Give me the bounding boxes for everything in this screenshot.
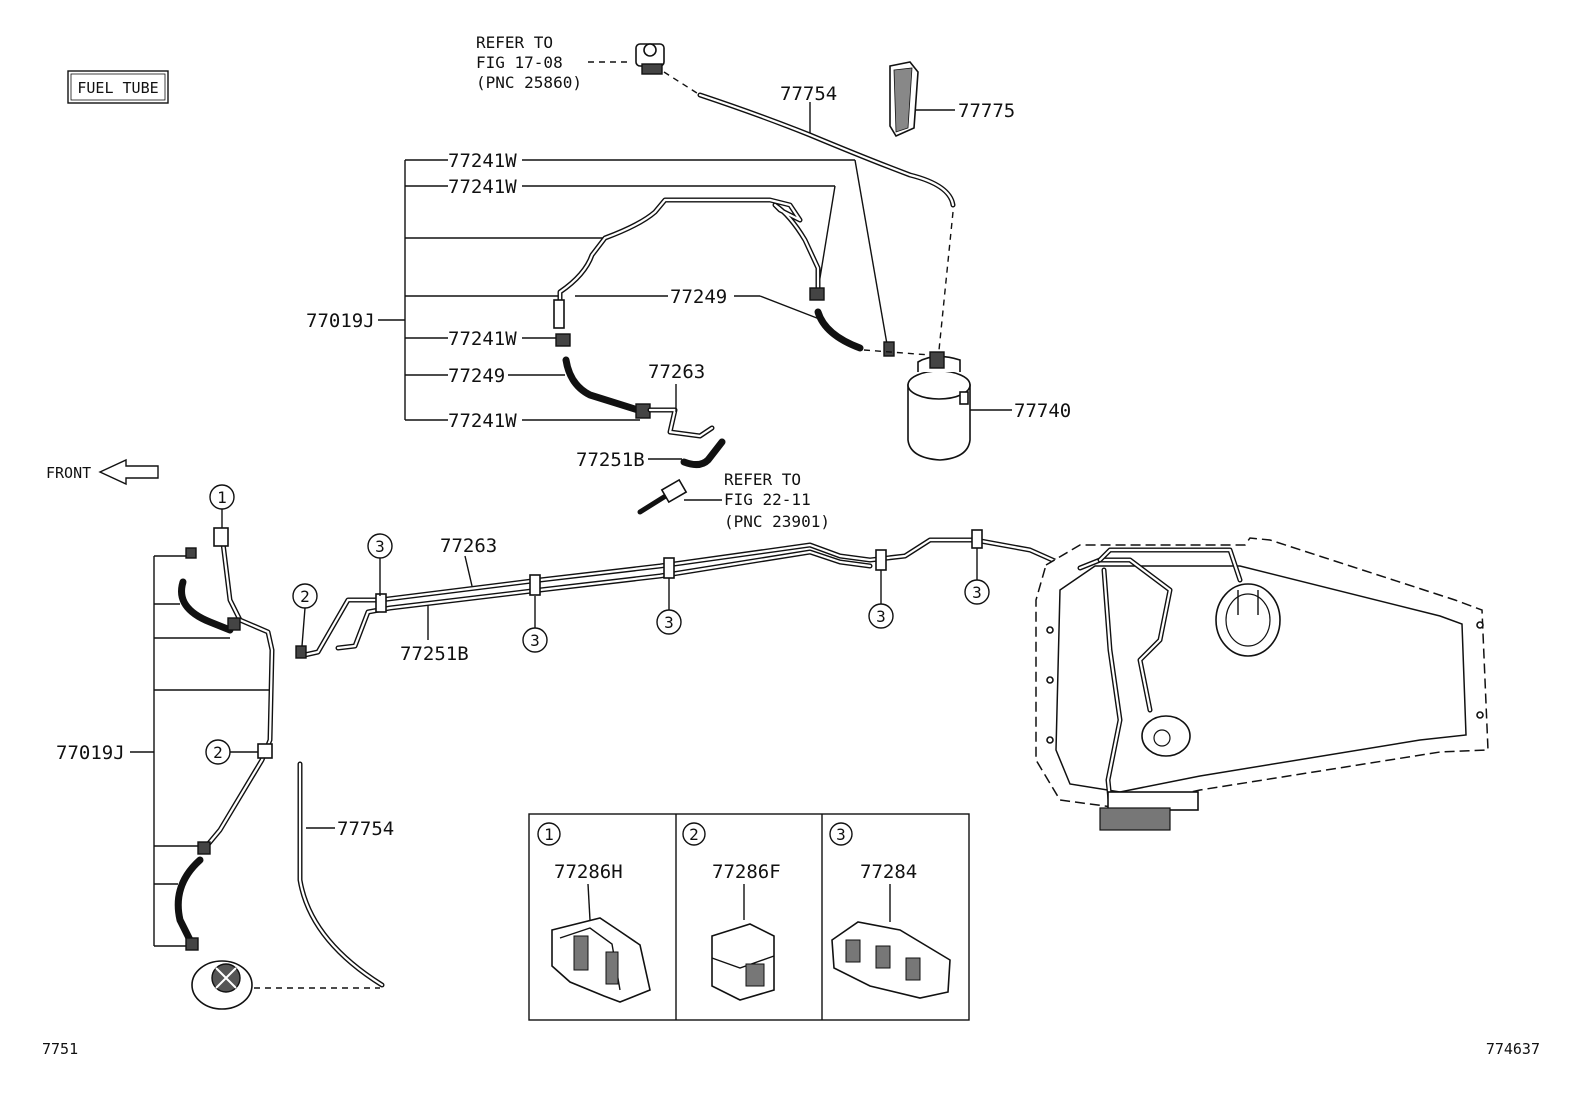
callout-3-d: 3: [876, 607, 886, 626]
charcoal-canister-77740: 77740: [907, 351, 1071, 461]
label-77241w-2: 77241W: [448, 176, 517, 198]
label-77249-b: 77249: [448, 365, 505, 387]
clip-77286f-icon: [711, 923, 775, 1001]
bracket-77019j-top: 77019J 77241W 77241W 77241W 77249 77241W: [306, 150, 889, 432]
callout-2-b: 2: [213, 743, 223, 762]
label-77249-a: 77249: [670, 286, 727, 308]
refer-b-line3: (PNC 23901): [724, 512, 830, 531]
clip-77286h-icon: [551, 917, 651, 1003]
label-77241w-1: 77241W: [448, 150, 517, 172]
part-77775: 77775: [889, 61, 1015, 138]
bracket-77019j-left: 77019J 1 2: [56, 484, 380, 1010]
fuel-pump-icon: [1215, 583, 1281, 657]
legend-part-3: 77284: [860, 861, 917, 883]
clip-77284-icon: [831, 921, 951, 999]
label-77241w-4: 77241W: [448, 410, 517, 432]
legend-part-1: 77286H: [554, 861, 623, 883]
legend-num-1: 1: [544, 825, 554, 844]
hose-77754-left: 77754: [297, 761, 394, 988]
clamp-c: [663, 557, 675, 579]
vsv-valve-icon: [635, 43, 665, 75]
refer-a-line1: REFER TO: [476, 33, 553, 52]
main-fuel-lines: 77263 77251B 3 3 3 3 3 2: [292, 529, 1078, 665]
legend-num-2: 2: [689, 825, 699, 844]
refer-a-line2: FIG 17-08: [476, 53, 563, 72]
label-77019j-top: 77019J: [306, 310, 375, 332]
refer-b-line1: REFER TO: [724, 470, 801, 489]
callout-3-b: 3: [530, 631, 540, 650]
front-label: FRONT: [46, 464, 91, 482]
callout-3-c: 3: [664, 613, 674, 632]
refer-fig-17-08: REFER TO FIG 17-08 (PNC 25860): [476, 33, 701, 96]
footer-left-code: 7751: [42, 1040, 78, 1058]
legend-part-2: 77286F: [712, 861, 781, 883]
label-77775: 77775: [958, 100, 1015, 122]
label-77019j-left: 77019J: [56, 742, 125, 764]
label-77241w-3: 77241W: [448, 328, 517, 350]
label-77754-left: 77754: [337, 818, 394, 840]
label-77740: 77740: [1014, 400, 1071, 422]
upper-tube-assembly: 77249 77263: [553, 197, 931, 439]
refer-a-line3: (PNC 25860): [476, 73, 582, 92]
refer-b-line2: FIG 22-11: [724, 490, 811, 509]
fuel-tank: [1035, 537, 1489, 831]
hose-77251b-top: 77251B REFER TO FIG 22-11 (PNC 23901): [576, 438, 830, 531]
clamp-d: [875, 549, 887, 571]
label-77251b-top: 77251B: [576, 449, 645, 471]
callout-3-a: 3: [375, 537, 385, 556]
callout-3-e: 3: [972, 583, 982, 602]
hose-77754-top: 77754: [697, 83, 956, 361]
front-arrow-icon: [98, 458, 159, 486]
diagram-title: FUEL TUBE: [77, 79, 158, 97]
filler-neck-icon: [191, 960, 253, 1010]
footer-right-code: 774637: [1486, 1040, 1540, 1058]
clamp-a: [375, 593, 387, 613]
title-box: FUEL TUBE: [67, 70, 169, 104]
clamp-b: [529, 574, 541, 596]
label-77263-top: 77263: [648, 361, 705, 383]
sender-gauge-icon: [1141, 715, 1191, 757]
label-77754-top: 77754: [780, 83, 837, 105]
label-77251b-main: 77251B: [400, 643, 469, 665]
callout-2-a: 2: [300, 587, 310, 606]
front-arrow: FRONT: [46, 458, 159, 486]
callout-1: 1: [217, 488, 227, 507]
legend-num-3: 3: [836, 825, 846, 844]
label-77263-main: 77263: [440, 535, 497, 557]
clamp-legend: 1 77286H 2 77286F 3 77284: [528, 813, 970, 1021]
clamp-e: [971, 529, 983, 549]
